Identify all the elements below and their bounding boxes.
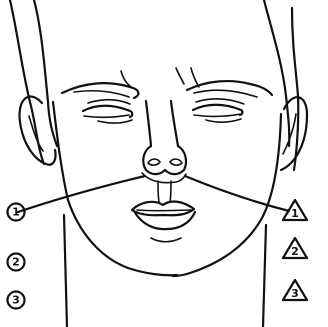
- nose-shadow: [142, 173, 186, 183]
- right-nostril: [170, 159, 182, 165]
- right-marker-1-label: 1: [291, 207, 299, 220]
- forehead-left-mark: [121, 71, 130, 86]
- right-eye-crease: [196, 99, 244, 104]
- right-ear: [281, 97, 307, 170]
- philtrum-left: [158, 181, 159, 202]
- left-marker-2: 2: [8, 254, 25, 271]
- neck-left-outline: [64, 215, 67, 327]
- left-nostril: [148, 159, 160, 165]
- left-marker-1: 1: [8, 204, 25, 221]
- chin-line: [151, 238, 181, 242]
- left-ear: [20, 97, 56, 165]
- right-marker-2: 2: [283, 238, 307, 258]
- right-eyebrow: [187, 81, 272, 95]
- left-marker-1-label: 1: [12, 206, 20, 219]
- nose-tip-left: [143, 146, 165, 174]
- nose-tip-right: [165, 146, 186, 174]
- mouth-centerline: [137, 210, 191, 211]
- left-tube-line: [18, 176, 145, 212]
- left-eye-crease: [88, 100, 130, 104]
- forehead-mid-mark-2: [191, 68, 199, 87]
- left-marker-2-label: 2: [12, 256, 20, 269]
- left-marker-3: 3: [8, 292, 25, 309]
- right-hair-line: [292, 8, 298, 170]
- right-eye-lower: [194, 114, 241, 116]
- right-eyebrow-inner: [194, 90, 257, 97]
- right-head-outline: [264, 0, 289, 146]
- nose-right-bridge: [171, 101, 178, 146]
- right-undereye-line: [206, 119, 241, 122]
- forehead-mid-mark-1: [176, 68, 184, 84]
- left-eye-lower: [84, 115, 129, 117]
- neck-right-outline: [263, 225, 266, 327]
- upper-lip: [132, 202, 194, 216]
- right-eye-upper: [193, 105, 242, 115]
- left-eyebrow-inner: [74, 91, 129, 97]
- left-marker-3-label: 3: [12, 294, 20, 307]
- left-undereye-line: [98, 120, 132, 123]
- left-hair-line: [34, 0, 57, 146]
- philtrum-right: [170, 181, 171, 202]
- right-marker-3-label: 3: [291, 287, 299, 300]
- right-marker-2-label: 2: [291, 245, 299, 258]
- right-marker-3: 3: [283, 280, 307, 300]
- nose-left-bridge: [146, 101, 151, 146]
